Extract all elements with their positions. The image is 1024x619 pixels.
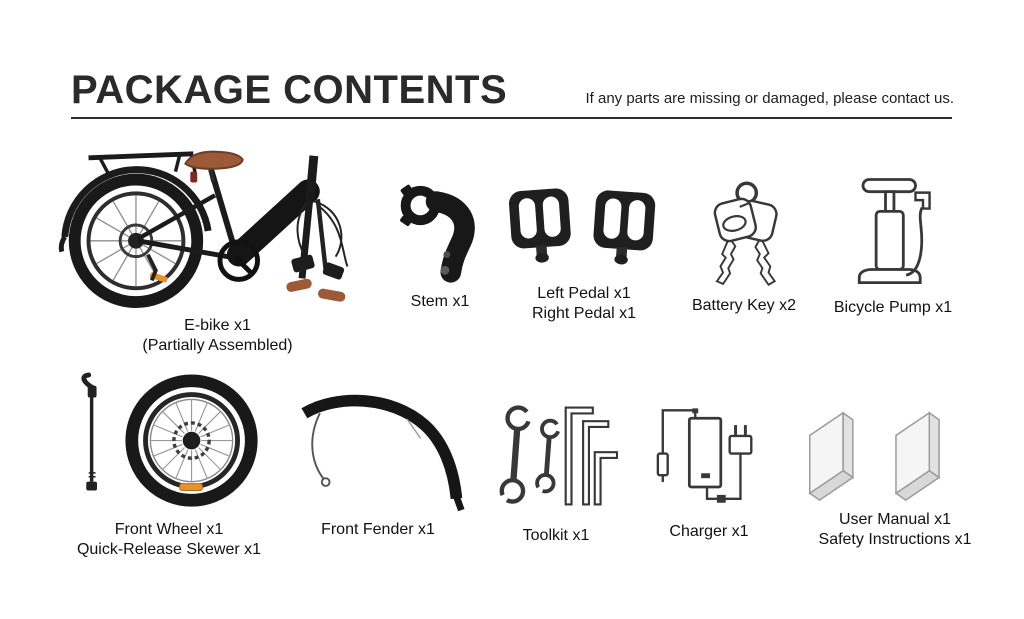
item-label-line: Safety Instructions x1 — [818, 530, 972, 548]
item-front-wheel: Front Wheel x1 Quick-Release Skewer x1 — [60, 372, 278, 559]
charger-image — [648, 398, 770, 516]
front-wheel-image — [60, 372, 278, 514]
item-label: User Manual x1 Safety Instructions x1 — [819, 510, 972, 549]
header-divider — [71, 117, 952, 119]
item-label: E-bike x1 (Partially Assembled) — [142, 316, 292, 355]
item-label-line: Left Pedal x1 — [537, 285, 631, 302]
item-label-line: Battery Key x2 — [691, 297, 797, 314]
item-pedals: Left Pedal x1 Right Pedal x1 — [498, 182, 670, 323]
item-label: Battery Key x2 — [692, 296, 796, 316]
item-label: Toolkit x1 — [523, 526, 590, 546]
item-battery-keys: Battery Key x2 — [678, 178, 810, 316]
item-label-line: E-bike x1 — [184, 317, 251, 334]
user-manual-image — [798, 404, 992, 504]
item-front-fender: Front Fender x1 — [286, 390, 470, 540]
page-title: PACKAGE CONTENTS — [71, 68, 508, 112]
toolkit-image — [494, 394, 618, 520]
item-label-line: User Manual x1 — [838, 511, 952, 528]
pedals-illustration — [508, 188, 655, 265]
pedals-image — [498, 182, 670, 278]
item-user-manual: User Manual x1 Safety Instructions x1 — [798, 404, 992, 549]
item-label-line: Quick-Release Skewer x1 — [76, 540, 262, 558]
ebike-image — [45, 140, 390, 310]
front-wheel-illustration — [80, 372, 258, 507]
front-fender-image — [286, 390, 470, 514]
ebike-illustration — [58, 150, 348, 309]
item-toolkit: Toolkit x1 — [494, 394, 618, 546]
item-label-line: Stem x1 — [410, 293, 470, 310]
bicycle-pump-image — [830, 172, 956, 292]
user-manual-illustration — [808, 411, 941, 501]
item-label: Charger x1 — [669, 522, 748, 542]
item-label: Front Wheel x1 Quick-Release Skewer x1 — [77, 520, 261, 559]
item-label: Bicycle Pump x1 — [834, 298, 952, 318]
contact-note: If any parts are missing or damaged, ple… — [585, 90, 954, 107]
item-label-line: Charger x1 — [669, 523, 749, 540]
item-ebike: E-bike x1 (Partially Assembled) — [45, 140, 390, 355]
item-charger: Charger x1 — [648, 398, 770, 542]
item-label: Stem x1 — [411, 292, 470, 312]
bicycle-pump-illustration — [857, 178, 931, 285]
item-label: Front Fender x1 — [321, 520, 435, 540]
front-fender-illustration — [301, 394, 465, 512]
item-stem: Stem x1 — [386, 176, 494, 312]
item-label-line: Front Fender x1 — [321, 521, 435, 538]
item-label: Left Pedal x1 Right Pedal x1 — [532, 284, 636, 323]
toolkit-illustration — [494, 401, 618, 513]
charger-illustration — [656, 408, 753, 503]
battery-keys-illustration — [713, 181, 778, 287]
item-label-line: Front Wheel x1 — [114, 521, 224, 538]
item-label-line: Bicycle Pump x1 — [833, 299, 953, 316]
battery-keys-image — [678, 178, 810, 290]
stem-illustration — [400, 184, 475, 283]
item-label-line: Right Pedal x1 — [531, 304, 637, 322]
item-label-line: (Partially Assembled) — [142, 336, 293, 354]
item-label-line: Toolkit x1 — [522, 527, 590, 544]
item-bicycle-pump: Bicycle Pump x1 — [830, 172, 956, 318]
stem-image — [386, 176, 494, 286]
